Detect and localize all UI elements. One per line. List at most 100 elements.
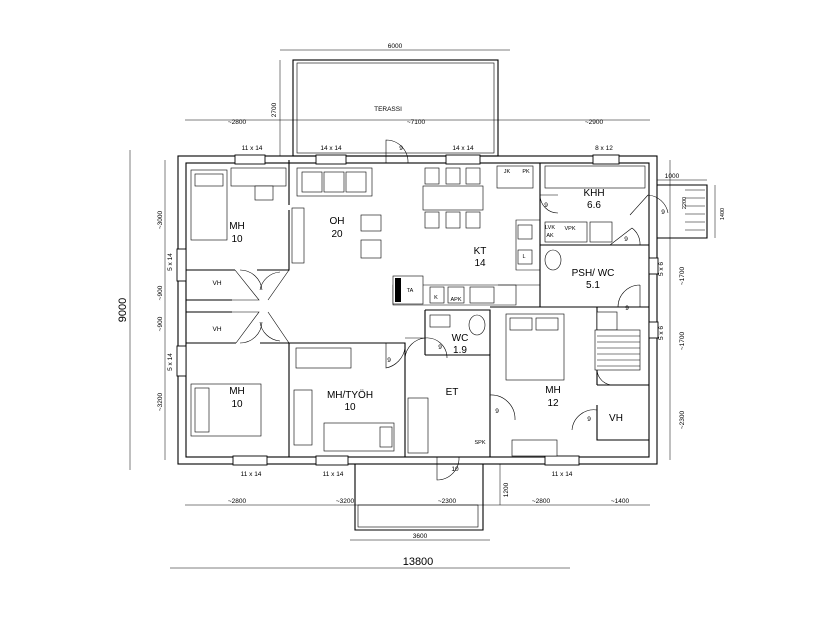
room-name-vh-3: VH [609, 413, 623, 424]
door-label-khh-2: 9 [624, 236, 628, 243]
terrace-label: TERASSI [374, 106, 402, 113]
interior-walls [186, 160, 649, 457]
door-label-psh: 9 [625, 305, 629, 312]
window-label-bottom-1: 11 x 14 [241, 471, 262, 478]
dim-bottom-3: ~2300 [438, 498, 457, 505]
room-name-mh-2: MH [229, 386, 245, 397]
dim-entry-depth: 1200 [503, 482, 510, 497]
dim-bottom-5: ~1400 [611, 498, 630, 505]
room-name-khh: KHH [583, 188, 604, 199]
dim-bottom-2: ~3200 [336, 498, 355, 505]
room-area-wc: 1.9 [453, 345, 467, 356]
fixture-label-lvk: LVK [545, 225, 555, 231]
fixture-label-apk: APK [450, 297, 461, 303]
room-area-khh: 6.6 [587, 200, 601, 211]
room-area-psh-wc: 5.1 [586, 280, 600, 291]
fixture-labels: TA K APK L LVK AK VPK JK PK SPK [407, 169, 576, 446]
fixture-label-l: L [522, 254, 525, 260]
dim-step-width: 1000 [665, 173, 680, 180]
door-label-terrace: 9 [399, 145, 403, 152]
window-label-top-2: 14 x 14 [320, 145, 342, 152]
window-top-2 [315, 154, 347, 165]
room-name-mh-tyoh: MH/TYÖH [327, 389, 373, 401]
fixture-label-k: K [434, 295, 438, 301]
dim-total-height: 9000 [117, 298, 129, 322]
window-label-left-2: 5 x 14 [167, 353, 174, 371]
dim-top-left: ~2800 [228, 119, 247, 126]
room-name-mh-3: MH [545, 385, 561, 396]
room-area-mh-1: 10 [231, 234, 243, 245]
window-left-1 [176, 248, 187, 282]
window-right-1 [648, 257, 659, 275]
window-label-left-1: 5 x 14 [167, 253, 174, 271]
fixture-label-vpk: VPK [564, 226, 575, 232]
dim-step-depth-a: 2200 [682, 197, 688, 209]
fixture-label-jk: JK [504, 169, 511, 175]
fixture-label-ta: TA [407, 288, 414, 294]
window-label-top-3: 14 x 14 [452, 145, 474, 152]
furniture [190, 165, 646, 457]
window-left-2 [176, 345, 187, 377]
dimension-lines [129, 49, 716, 569]
windows [176, 154, 659, 466]
dim-right-3: ~2300 [679, 410, 686, 429]
dim-terrace-width: 6000 [388, 43, 403, 50]
room-name-kt: KT [474, 246, 487, 257]
window-bottom-1 [232, 455, 268, 466]
door-label-khh: 9 [544, 202, 548, 209]
window-top-4 [592, 154, 620, 165]
outer-walls [177, 155, 658, 465]
dim-left-2: ~900 [157, 285, 164, 300]
room-name-mh-1: MH [229, 221, 245, 232]
window-label-top-4: 8 x 12 [595, 145, 613, 152]
room-name-vh-1: VH [212, 280, 221, 287]
dim-bottom-1: ~2800 [228, 498, 247, 505]
dim-total-width: 13800 [403, 556, 434, 568]
window-label-bottom-3: 11 x 14 [552, 471, 573, 478]
room-name-wc: WC [452, 333, 469, 344]
dim-left-3: ~900 [157, 316, 164, 331]
window-labels: 11 x 14 14 x 14 14 x 14 8 x 12 11 x 14 1… [167, 145, 665, 478]
dim-top-mid: ~7100 [407, 119, 426, 126]
room-labels: MH 10 OH 20 KT 14 KHH 6.6 PSH/ WC 5.1 VH… [212, 188, 622, 424]
window-right-2 [648, 321, 659, 339]
door-labels: 9 9 9 9 9 9 9 9 9 9 10 [387, 145, 665, 473]
dim-right-1: ~1700 [679, 266, 686, 285]
dimension-labels: 6000 2700 ~2800 ~7100 ~2900 ~2800 ~3200 … [117, 43, 726, 568]
room-name-et: ET [446, 387, 459, 398]
fixture-label-ak: AK [546, 233, 554, 239]
fixture-label-pk: PK [522, 169, 530, 175]
dim-terrace-depth: 2700 [271, 102, 278, 117]
room-area-mh-2: 10 [231, 399, 243, 410]
terrace: TERASSI [292, 59, 499, 157]
door-label-wc: 9 [438, 344, 442, 351]
dim-entry-width: 3600 [413, 533, 428, 540]
dim-right-2: ~1700 [679, 331, 686, 350]
door-label-vh: 9 [587, 416, 591, 423]
dim-bottom-4: ~2800 [532, 498, 551, 505]
door-label-entry: 10 [451, 466, 459, 473]
window-label-top-1: 11 x 14 [242, 145, 263, 152]
window-label-bottom-2: 11 x 14 [323, 471, 344, 478]
window-label-right-1: 5 x 6 [658, 262, 665, 276]
room-name-vh-2: VH [212, 326, 221, 333]
window-top-3 [445, 154, 481, 165]
window-top-1 [234, 154, 266, 165]
window-bottom-2 [315, 455, 349, 466]
door-label-mh-tyoh: 9 [387, 357, 391, 364]
doors [239, 139, 669, 481]
door-label-outside: 9 [661, 209, 665, 216]
fixture-label-spk: SPK [474, 440, 485, 446]
room-area-kt: 14 [474, 258, 486, 269]
dim-step-depth-b: 1400 [720, 208, 726, 220]
room-area-mh-3: 12 [547, 398, 559, 409]
dim-top-right: ~2900 [585, 119, 604, 126]
room-name-psh-wc: PSH/ WC [572, 268, 615, 279]
window-label-right-2: 5 x 6 [658, 326, 665, 340]
dim-left-4: ~3200 [157, 392, 164, 411]
room-name-oh: OH [330, 216, 345, 227]
door-label-mh-12: 9 [495, 408, 499, 415]
room-area-mh-tyoh: 10 [344, 402, 356, 413]
dim-left-1: ~3000 [157, 210, 164, 229]
